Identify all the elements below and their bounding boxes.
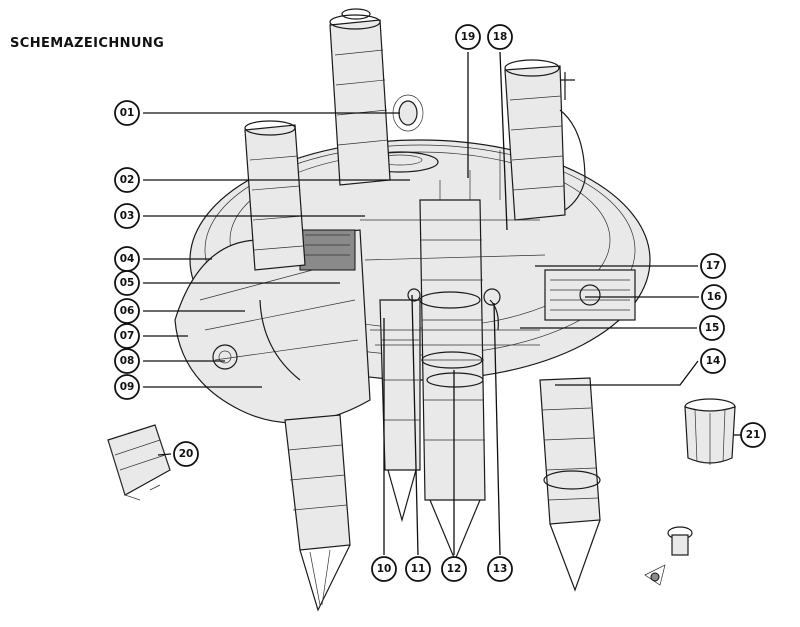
callout-04-label: 04: [120, 253, 135, 265]
callout-20-label: 20: [179, 448, 194, 460]
callout-06: 06: [114, 298, 140, 324]
callout-16-label: 16: [707, 291, 722, 303]
station-illustration: [107, 8, 736, 612]
callout-07: 07: [114, 323, 140, 349]
callout-14: 14: [700, 348, 726, 374]
leader-11: [411, 294, 419, 556]
leader-lines: [143, 51, 741, 556]
callout-09: 09: [114, 374, 140, 400]
callout-05-label: 05: [120, 277, 135, 289]
callout-17-label: 17: [706, 260, 721, 272]
callout-08-label: 08: [120, 355, 135, 367]
callout-11: 11: [405, 556, 431, 582]
callout-10: 10: [371, 556, 397, 582]
callout-21-label: 21: [746, 429, 761, 441]
callout-01: 01: [114, 100, 140, 126]
callout-21: 21: [740, 422, 766, 448]
leader-20: [157, 453, 172, 456]
callout-04: 04: [114, 246, 140, 272]
leader-13: [493, 302, 501, 556]
callout-02-label: 02: [120, 174, 135, 186]
callout-01-label: 01: [120, 107, 135, 119]
callout-19: 19: [455, 24, 481, 50]
callout-16: 16: [701, 284, 727, 310]
callout-19-label: 19: [461, 31, 476, 43]
callout-15-label: 15: [705, 322, 720, 334]
callout-06-label: 06: [120, 305, 135, 317]
callout-20: 20: [173, 441, 199, 467]
callout-14-label: 14: [706, 355, 721, 367]
callout-10-label: 10: [377, 563, 392, 575]
callout-05: 05: [114, 270, 140, 296]
leader-14: [555, 360, 699, 386]
callout-13-label: 13: [493, 563, 508, 575]
callout-02: 02: [114, 167, 140, 193]
callout-09-label: 09: [120, 381, 135, 393]
callout-08: 08: [114, 348, 140, 374]
callout-18: 18: [487, 24, 513, 50]
callout-15: 15: [699, 315, 725, 341]
callout-18-label: 18: [493, 31, 508, 43]
leader-18: [499, 51, 508, 231]
callout-03: 03: [114, 203, 140, 229]
callout-17: 17: [700, 253, 726, 279]
diagram-title: SCHEMAZEICHNUNG: [10, 36, 165, 51]
callout-12: 12: [441, 556, 467, 582]
callout-03-label: 03: [120, 210, 135, 222]
callout-12-label: 12: [447, 563, 462, 575]
callout-07-label: 07: [120, 330, 135, 342]
callout-markers: 01 02 03 04 05 06 07 08 09 10 11 12 13 1…: [114, 24, 766, 582]
callout-13: 13: [487, 556, 513, 582]
callout-11-label: 11: [411, 563, 426, 575]
